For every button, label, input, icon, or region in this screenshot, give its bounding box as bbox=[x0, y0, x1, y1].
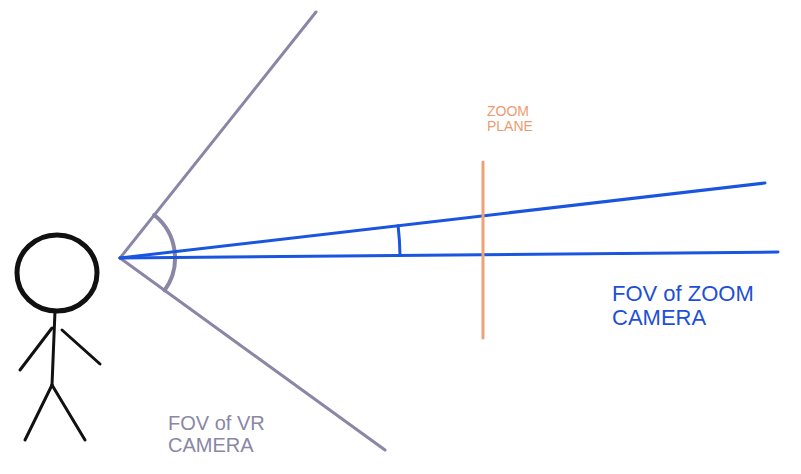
figure-arm bbox=[62, 330, 100, 364]
vr-fov-label: FOV of VR CAMERA bbox=[168, 412, 318, 456]
zoom-plane-line bbox=[482, 162, 485, 338]
zoom-fov-label: FOV of ZOOM CAMERA bbox=[612, 282, 790, 330]
figure-arm bbox=[20, 328, 52, 370]
figure-leg bbox=[25, 385, 52, 440]
zoom-fov-arc bbox=[398, 226, 400, 256]
figure-leg bbox=[52, 385, 85, 440]
figure-head bbox=[17, 235, 97, 311]
zoom-fov-line bbox=[120, 252, 778, 258]
vr-fov-line bbox=[120, 12, 316, 258]
plane-label: ZOOM PLANE bbox=[487, 104, 549, 135]
figure-body bbox=[52, 311, 55, 385]
zoom-fov-line bbox=[120, 183, 765, 258]
